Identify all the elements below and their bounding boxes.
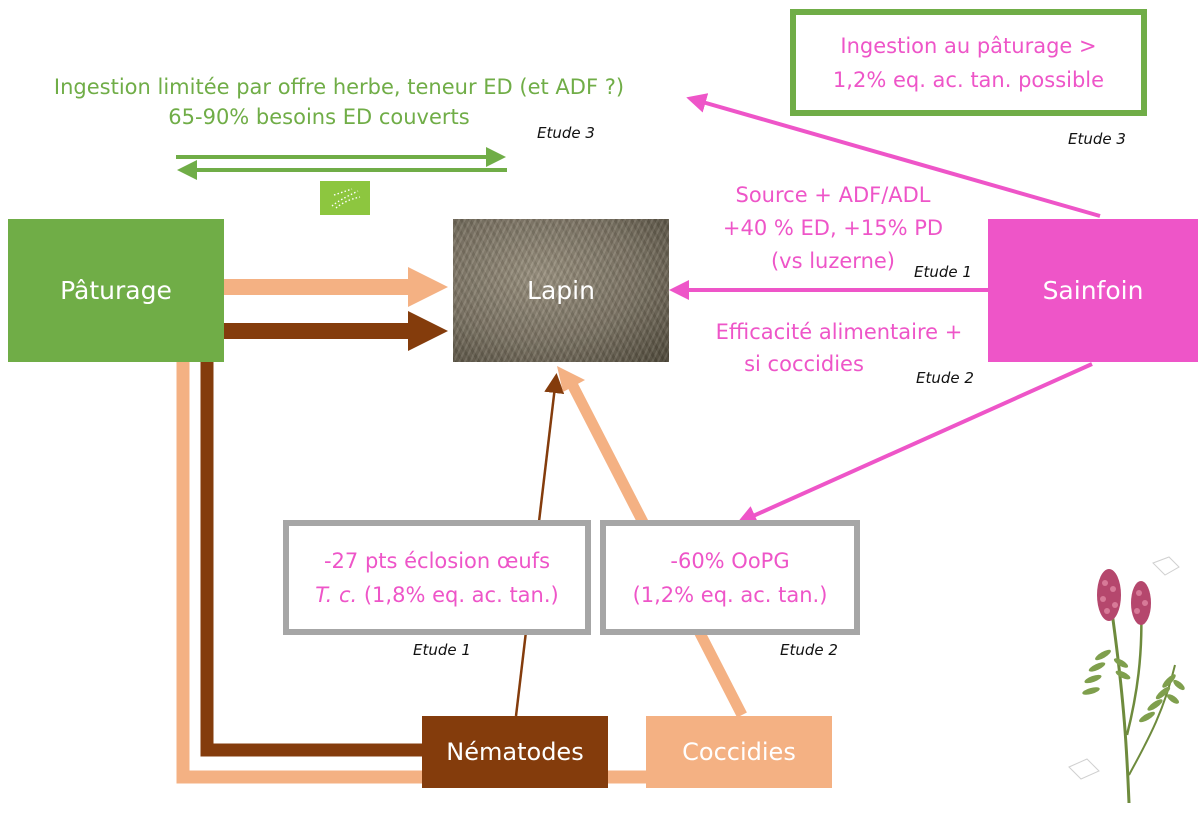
node-coccidies-label: Coccidies <box>682 738 796 766</box>
efficacite-line2: si coccidies <box>744 352 864 376</box>
oopg-line2: (1,2% eq. ac. tan.) <box>632 582 828 607</box>
node-sainfoin[interactable]: Sainfoin <box>988 219 1198 362</box>
etude-label-eclosion: Etude 1 <box>413 641 471 659</box>
source-adf-line3: (vs luzerne) <box>770 249 895 273</box>
node-nematodes-label: Nématodes <box>446 738 584 766</box>
source-adf-label: Source + ADF/ADL +40 % ED, +15% PD (vs l… <box>688 179 978 278</box>
sainfoin-plant-illustration <box>1068 556 1185 804</box>
node-lapin[interactable]: Lapin <box>453 219 669 362</box>
etude-label-top-right: Etude 3 <box>1068 130 1126 148</box>
connector-paturage-nematodes <box>200 362 422 757</box>
oopg-line1: -60% OoPG <box>670 548 790 573</box>
source-adf-line2: +40 % ED, +15% PD <box>722 216 944 240</box>
etude-label-sainfoin-lapin: Etude 1 <box>914 263 972 281</box>
eclosion-line1: -27 pts éclosion œufs <box>323 548 551 573</box>
ingestion-paturage-line2: 1,2% eq. ac. tan. possible <box>832 67 1105 92</box>
ingestion-line1: Ingestion limitée par offre herbe, teneu… <box>53 75 625 99</box>
arrow-sainfoin-oopg <box>736 362 1093 525</box>
node-paturage-label: Pâturage <box>60 276 172 305</box>
node-lapin-label: Lapin <box>527 276 595 305</box>
ingestion-paturage-box: Ingestion au pâturage > 1,2% eq. ac. tan… <box>790 9 1147 116</box>
etude-label-top-left: Etude 3 <box>537 124 595 142</box>
eclosion-dose: (1,8% eq. ac. tan.) <box>357 582 559 607</box>
eclosion-species: T. c. <box>315 582 358 607</box>
node-sainfoin-label: Sainfoin <box>1042 276 1144 305</box>
etude-label-efficacite: Etude 2 <box>916 369 974 387</box>
arrow-paturage-lapin-dark <box>224 311 448 351</box>
eclosion-line2: T. c. (1,8% eq. ac. tan.) <box>315 578 558 612</box>
ingestion-text: Ingestion limitée par offre herbe, teneu… <box>8 72 670 132</box>
etude-label-oopg: Etude 2 <box>780 641 838 659</box>
node-coccidies[interactable]: Coccidies <box>646 716 832 788</box>
eclosion-box: -27 pts éclosion œufs T. c. (1,8% eq. ac… <box>283 520 591 635</box>
organic-logo-icon <box>320 181 370 215</box>
efficacite-line1: Efficacité alimentaire + <box>715 320 963 344</box>
ingestion-paturage-line1: Ingestion au pâturage > <box>840 33 1097 58</box>
arrow-paturage-lapin-light <box>224 267 448 307</box>
arrow-sainfoin-top <box>686 93 1101 218</box>
node-paturage[interactable]: Pâturage <box>8 219 224 362</box>
node-nematodes[interactable]: Nématodes <box>422 716 608 788</box>
source-adf-line1: Source + ADF/ADL <box>735 183 931 207</box>
ingestion-line2: 65-90% besoins ED couverts <box>168 105 470 129</box>
efficacite-label: Efficacité alimentaire + si coccidies <box>694 316 984 380</box>
oopg-box: -60% OoPG (1,2% eq. ac. tan.) <box>600 520 860 635</box>
